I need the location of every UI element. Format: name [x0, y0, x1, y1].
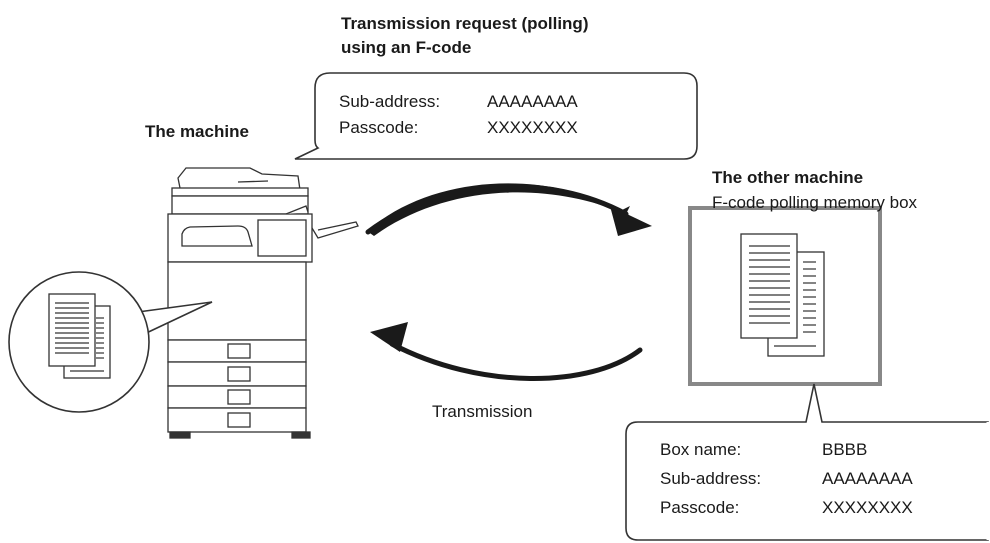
other-machine-sublabel: F-code polling memory box [712, 193, 918, 212]
request-arrow [365, 183, 652, 236]
request-title-line2: using an F-code [341, 38, 472, 57]
box-label-sub-address: Sub-address: [660, 469, 762, 488]
box-label-passcode: Passcode: [660, 498, 740, 517]
this-machine-icon [167, 167, 359, 439]
box-info-callout [625, 383, 990, 541]
box-value-passcode: XXXXXXXX [822, 498, 913, 517]
transmission-label: Transmission [432, 402, 533, 421]
request-title-line1: Transmission request (polling) [341, 14, 589, 33]
box-value-sub-address: AAAAAAAA [822, 469, 913, 488]
request-callout [294, 72, 698, 160]
request-value-sub-address: AAAAAAAA [487, 92, 578, 111]
stored-documents-icon [48, 293, 111, 379]
request-value-passcode: XXXXXXXX [487, 118, 578, 137]
request-label-passcode: Passcode: [339, 118, 419, 137]
transmission-arrow [370, 322, 643, 381]
box-value-name: BBBB [822, 440, 868, 459]
box-label-name: Box name: [660, 440, 742, 459]
this-machine-label: The machine [145, 122, 249, 141]
request-label-sub-address: Sub-address: [339, 92, 441, 111]
memory-box-documents-icon [740, 233, 825, 357]
other-machine-label: The other machine [712, 168, 864, 187]
